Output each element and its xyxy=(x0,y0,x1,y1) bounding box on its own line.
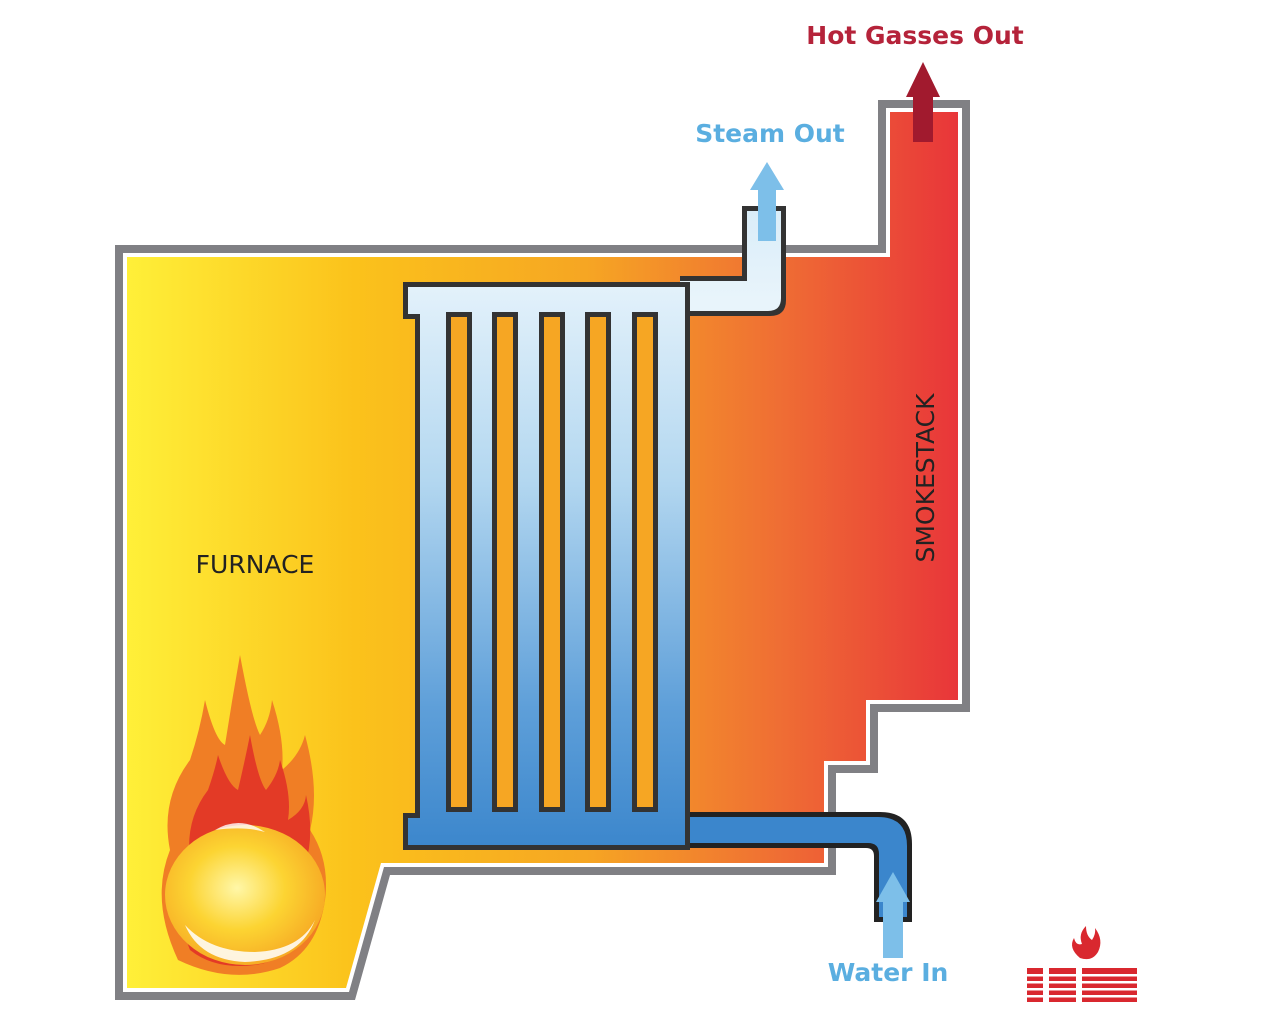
tube-gaps xyxy=(446,312,658,812)
tube-gap xyxy=(590,317,606,807)
hot-gasses-out-label: Hot Gasses Out xyxy=(806,21,1023,50)
steam-out-label: Steam Out xyxy=(695,119,845,148)
tube-gap xyxy=(544,317,560,807)
water-inlet-pipe xyxy=(680,812,912,922)
ibm-logo xyxy=(1027,926,1137,1002)
boiler-housing xyxy=(115,100,970,1000)
tube-gap xyxy=(637,317,653,807)
logo-stripes xyxy=(1027,968,1137,1002)
tube-gap xyxy=(497,317,513,807)
furnace-label: FURNACE xyxy=(196,550,315,579)
tube-bank xyxy=(403,282,690,850)
smokestack-label: SMOKESTACK xyxy=(911,393,940,563)
tube-gap xyxy=(451,317,467,807)
steam-arrow xyxy=(750,162,784,241)
water-in-label: Water In xyxy=(828,958,949,987)
water-arrow xyxy=(876,872,910,958)
flame-icon xyxy=(161,655,326,975)
hot-gas-arrow xyxy=(906,62,940,142)
